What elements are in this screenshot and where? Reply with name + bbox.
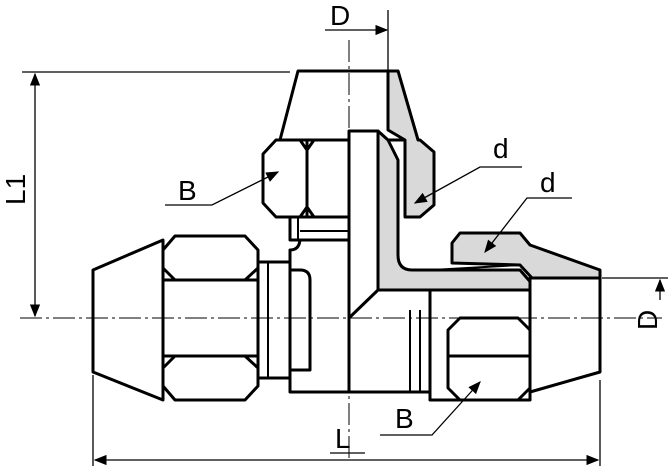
- left-hex-nut: [161, 234, 260, 402]
- dim-L: L: [335, 423, 351, 454]
- top-stem-edges: [297, 217, 349, 240]
- right-hex-lower: [446, 316, 532, 402]
- left-collar: [256, 260, 292, 380]
- label-B-left: B: [178, 175, 197, 206]
- label-d-lower: d: [540, 167, 556, 198]
- top-hex-nut-edges: [298, 139, 316, 218]
- leader-d-lower: [484, 197, 572, 254]
- leader-d-upper: [413, 166, 522, 204]
- left-hex-nut-edges: [161, 266, 260, 370]
- leader-B-left: [165, 171, 280, 206]
- leader-B-bottom: [380, 381, 481, 436]
- tee-body-right-edges: [409, 310, 421, 392]
- label-d-upper: d: [493, 133, 509, 164]
- right-flare-cone: [528, 276, 602, 394]
- right-nut-section-edge: [431, 264, 521, 271]
- label-B-bottom: B: [395, 403, 414, 434]
- left-flare-cone: [91, 238, 165, 402]
- top-insert: [347, 129, 380, 320]
- dim-D-top: D: [330, 0, 350, 31]
- dim-L-extension-lines: [92, 375, 601, 466]
- tee-body-bore: [288, 268, 312, 372]
- dim-L1: L1: [0, 174, 31, 205]
- top-insert-edge: [348, 289, 379, 319]
- dim-D-right: D: [632, 310, 663, 330]
- top-cone-section: [386, 69, 436, 219]
